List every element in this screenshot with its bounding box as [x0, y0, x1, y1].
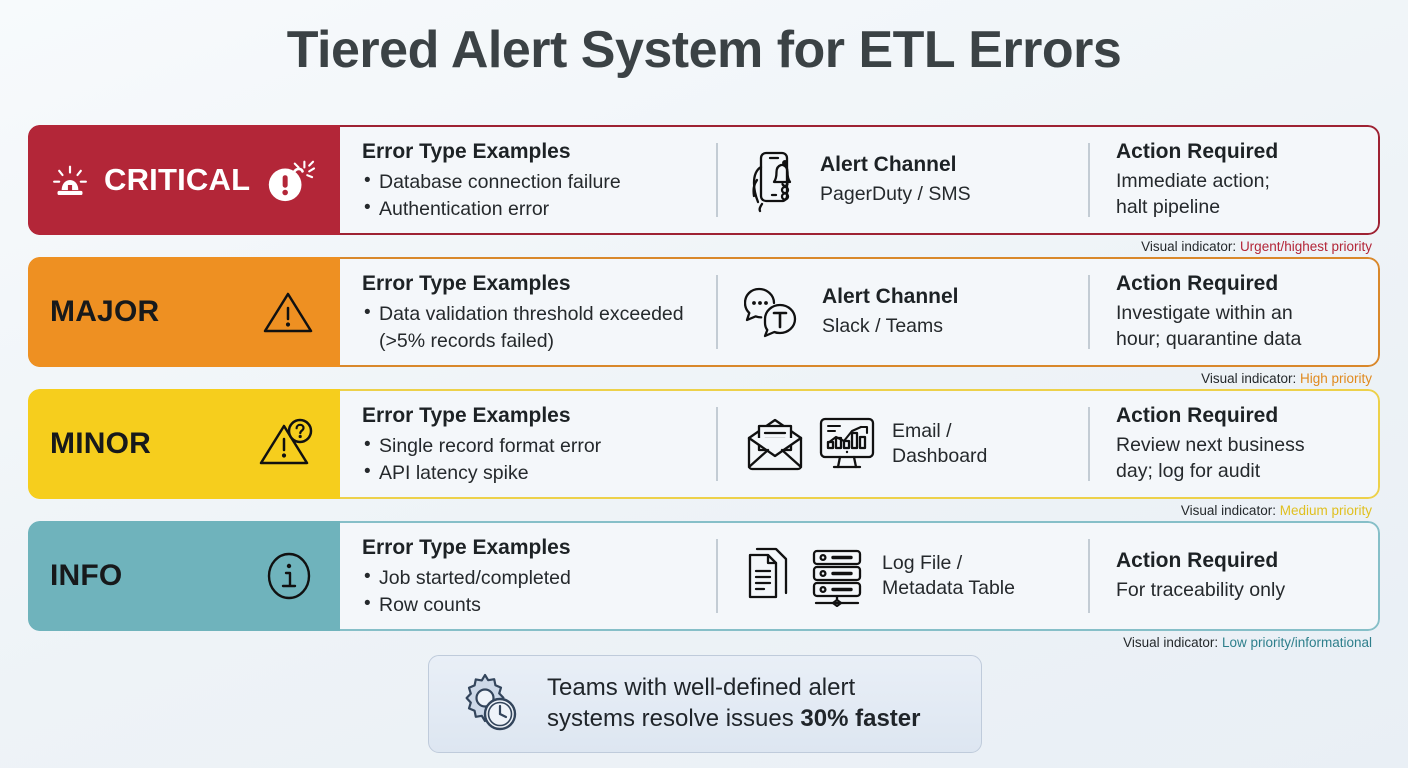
bomb-exclamation-icon: [262, 155, 316, 205]
row-info-card[interactable]: INFO Error Type Examples Job started/com…: [28, 521, 1380, 631]
list-item: Single record format error: [362, 432, 700, 459]
severity-row-major: MAJOR Error Type Examples Data validatio…: [28, 257, 1380, 389]
error-examples-column: Error Type Examples Database connection …: [340, 125, 716, 235]
info-circle-icon: [262, 549, 316, 603]
action-required-heading: Action Required: [1116, 403, 1279, 427]
severity-label: INFO: [50, 559, 123, 592]
list-item: API latency spike: [362, 459, 700, 486]
error-examples-heading: Error Type Examples: [362, 404, 571, 428]
row-content-info: Error Type Examples Job started/complete…: [340, 521, 1380, 631]
callout-text: Teams with well-defined alert systems re…: [547, 673, 920, 734]
callout-line-2: systems resolve issues 30% faster: [547, 704, 920, 735]
action-required-column: Action Required For traceability only: [1088, 539, 1380, 613]
action-required-text: For traceability only: [1116, 578, 1286, 601]
action-required-text: Immediate action; halt pipeline: [1116, 169, 1270, 218]
database-stack-icon: [808, 545, 868, 607]
row-content-major: Error Type Examples Data validation thre…: [340, 257, 1380, 367]
list-item: Authentication error: [362, 195, 700, 222]
callout-line-2-prefix: systems resolve issues: [547, 705, 801, 732]
callout-highlight: 30% faster: [800, 705, 921, 732]
alert-channel-column: Email / Dashboard: [716, 407, 1088, 481]
visual-indicator-major: Visual indicator: High priority: [28, 367, 1380, 389]
error-examples-list: Data validation threshold exceeded (>5% …: [362, 300, 700, 353]
visual-indicator-value: Low priority/informational: [1221, 635, 1372, 650]
dashboard-monitor-icon: [816, 415, 878, 473]
error-examples-list: Job started/completed Row counts: [362, 564, 700, 618]
channel-icon-group: [744, 415, 878, 473]
action-required-heading: Action Required: [1116, 271, 1279, 295]
row-content-critical: Error Type Examples Database connection …: [340, 125, 1380, 235]
channel-icon-group: [744, 147, 806, 213]
gear-clock-icon: [453, 669, 527, 739]
visual-indicator-minor: Visual indicator: Medium priority: [28, 499, 1380, 521]
row-minor-card[interactable]: MINOR Error Type Examples: [28, 389, 1380, 499]
severity-badge-major[interactable]: MAJOR: [28, 257, 340, 367]
row-major-card[interactable]: MAJOR Error Type Examples Data validatio…: [28, 257, 1380, 367]
list-item: Data validation threshold exceeded (>5% …: [362, 300, 700, 353]
action-required-heading: Action Required: [1116, 548, 1279, 572]
page-title: Tiered Alert System for ETL Errors: [286, 21, 1122, 79]
callout-line-1: Teams with well-defined alert: [547, 674, 856, 702]
error-examples-list: Single record format error API latency s…: [362, 432, 700, 486]
email-envelope-icon: [744, 416, 806, 472]
error-examples-heading: Error Type Examples: [362, 272, 571, 296]
visual-indicator-info: Visual indicator: Low priority/informati…: [28, 631, 1380, 653]
error-examples-heading: Error Type Examples: [362, 536, 571, 560]
severity-label: MINOR: [50, 427, 151, 460]
visual-indicator-label: Visual indicator:: [1180, 503, 1276, 518]
row-critical-card[interactable]: CRITICAL: [28, 125, 1380, 235]
row-content-minor: Error Type Examples Single record format…: [340, 389, 1380, 499]
severity-row-info: INFO Error Type Examples Job started/com…: [28, 521, 1380, 653]
chat-bubbles-icon: [744, 281, 808, 343]
list-item: Job started/completed: [362, 564, 700, 591]
error-examples-heading: Error Type Examples: [362, 140, 571, 164]
visual-indicator-value: Urgent/highest priority: [1239, 239, 1372, 254]
alert-channel-column: Alert Channel Slack / Teams: [716, 275, 1088, 349]
action-required-column: Action Required Immediate action; halt p…: [1088, 139, 1380, 218]
list-item: Row counts: [362, 591, 700, 618]
severity-badge-minor[interactable]: MINOR: [28, 389, 340, 499]
error-examples-list: Database connection failure Authenticati…: [362, 168, 700, 222]
visual-indicator-label: Visual indicator:: [1201, 371, 1297, 386]
action-required-column: Action Required Investigate within an ho…: [1088, 271, 1380, 350]
severity-label: MAJOR: [50, 295, 160, 328]
alert-channel-value: Log File / Metadata Table: [882, 551, 1015, 599]
action-required-text: Review next business day; log for audit: [1116, 433, 1305, 482]
severity-row-critical: CRITICAL: [28, 125, 1380, 257]
action-required-text: Investigate within an hour; quarantine d…: [1116, 301, 1302, 350]
alert-channel-column: Log File / Metadata Table: [716, 539, 1088, 613]
channel-icon-group: [744, 281, 808, 343]
document-icon: [744, 545, 798, 607]
alert-channel-heading: Alert Channel: [820, 152, 957, 176]
alert-channel-value: PagerDuty / SMS: [820, 182, 971, 205]
visual-indicator-value: Medium priority: [1279, 503, 1372, 518]
warning-question-icon: [258, 417, 316, 471]
visual-indicator-critical: Visual indicator: Urgent/highest priorit…: [28, 235, 1380, 257]
visual-indicator-value: High priority: [1299, 371, 1372, 386]
severity-label: CRITICAL: [104, 162, 251, 197]
list-item: Database connection failure: [362, 168, 700, 195]
visual-indicator-label: Visual indicator:: [1141, 239, 1237, 254]
severity-badge-critical[interactable]: CRITICAL: [28, 125, 340, 235]
alert-channel-value: Slack / Teams: [822, 314, 944, 337]
error-examples-column: Error Type Examples Job started/complete…: [340, 521, 716, 631]
alert-channel-heading: Alert Channel: [822, 284, 959, 308]
severity-badge-info[interactable]: INFO: [28, 521, 340, 631]
action-required-column: Action Required Review next business day…: [1088, 403, 1380, 482]
phone-bell-icon: [744, 147, 806, 213]
alert-channel-value: Email / Dashboard: [892, 419, 988, 467]
stat-callout: Teams with well-defined alert systems re…: [428, 655, 982, 753]
warning-triangle-icon: [260, 286, 316, 338]
severity-row-minor: MINOR Error Type Examples: [28, 389, 1380, 521]
error-examples-column: Error Type Examples Single record format…: [340, 389, 716, 499]
siren-icon: [50, 160, 90, 200]
channel-icon-group: [744, 545, 868, 607]
action-required-heading: Action Required: [1116, 139, 1279, 163]
severity-rows: CRITICAL: [28, 125, 1380, 653]
alert-channel-column: Alert Channel PagerDuty / SMS: [716, 143, 1088, 217]
visual-indicator-label: Visual indicator:: [1123, 635, 1219, 650]
error-examples-column: Error Type Examples Data validation thre…: [340, 257, 716, 367]
